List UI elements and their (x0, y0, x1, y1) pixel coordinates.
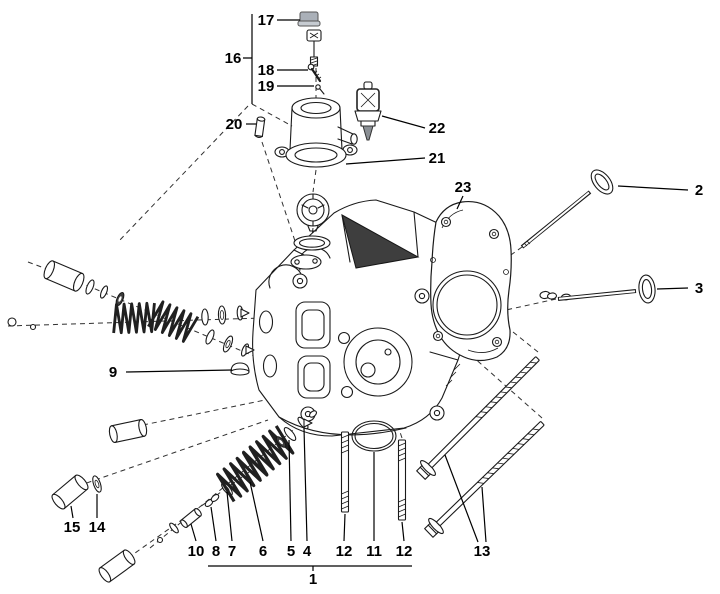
stud-part-12-right (397, 439, 407, 521)
flange-bolt-part-13-upper (416, 356, 540, 480)
valve-train-cluster-lower (156, 410, 318, 544)
callout-9: 9 (109, 364, 117, 381)
callout-15: 15 (64, 519, 81, 536)
leader-lines (70, 14, 689, 571)
callout-23: 23 (455, 179, 472, 196)
callout-10: 10 (188, 543, 205, 560)
stem-cap (180, 508, 202, 528)
callout-22: 22 (429, 120, 446, 137)
valve-train-cluster-upper (7, 260, 255, 357)
callout-20: 20 (226, 116, 243, 133)
callout-19: 19 (258, 78, 275, 95)
callout-13: 13 (474, 543, 491, 560)
callout-3: 3 (695, 280, 703, 297)
callout-11: 11 (366, 543, 382, 560)
dowel-part-15 (51, 474, 89, 510)
valve-spring (111, 301, 157, 335)
valve-part-3 (539, 274, 656, 304)
callout-14: 14 (89, 519, 106, 536)
callout-18: 18 (258, 62, 275, 79)
flange-bolt-part-13-lower (424, 421, 545, 538)
callout-4: 4 (303, 543, 312, 560)
dome-nut-part-9 (230, 362, 250, 376)
dowel-pin-mid (108, 418, 148, 444)
tappet-cylinder (43, 260, 85, 292)
sensor-part-16 (306, 29, 322, 67)
cap-part-17 (297, 11, 321, 27)
callout-17: 17 (258, 12, 275, 29)
callout-12-right: 12 (396, 543, 413, 560)
callout-8: 8 (212, 543, 220, 560)
thermostat (296, 193, 330, 232)
head-gasket-part-23 (430, 200, 512, 362)
callout-5: 5 (287, 543, 295, 560)
thermostat-cover-part-21 (274, 97, 358, 168)
valve-seal (275, 436, 287, 448)
valve-part-2 (520, 169, 614, 249)
thermostat-boss (290, 254, 322, 270)
callout-16: 16 (225, 50, 242, 67)
callout-7: 7 (228, 543, 236, 560)
o-ring-part-11 (351, 420, 397, 452)
stud-part-12-left (340, 431, 350, 513)
pin-part-20 (254, 116, 266, 138)
pin-part-19 (315, 84, 325, 95)
callout-12-left: 12 (336, 543, 353, 560)
callout-labels: 17 16 18 19 20 22 21 23 2 3 9 15 14 10 8… (64, 12, 704, 588)
callout-2: 2 (695, 182, 703, 199)
washer-part-14 (92, 475, 102, 493)
temperature-sensor-part-22 (354, 81, 382, 141)
screw-part-18 (307, 63, 322, 83)
thermostat-gasket (293, 235, 331, 251)
callout-1: 1 (309, 571, 317, 588)
callout-6: 6 (259, 543, 267, 560)
callout-21: 21 (429, 150, 446, 167)
dowel-pin-bottom (98, 549, 136, 583)
